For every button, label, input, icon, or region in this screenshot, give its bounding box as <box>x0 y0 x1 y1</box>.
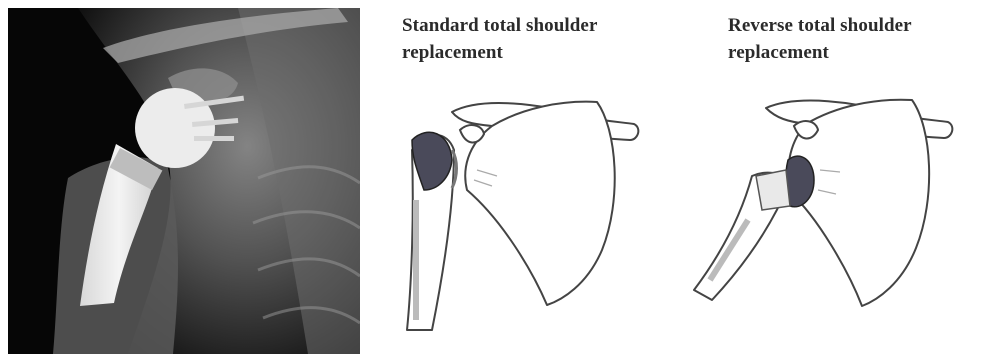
standard-replacement-panel: Standard total shoulder replacement <box>372 0 682 356</box>
reverse-replacement-panel: Reverse total shoulder replacement <box>690 0 992 356</box>
reverse-shoulder-illustration <box>690 0 992 356</box>
standard-shoulder-illustration <box>372 0 682 356</box>
shoulder-xray-image <box>8 8 360 354</box>
